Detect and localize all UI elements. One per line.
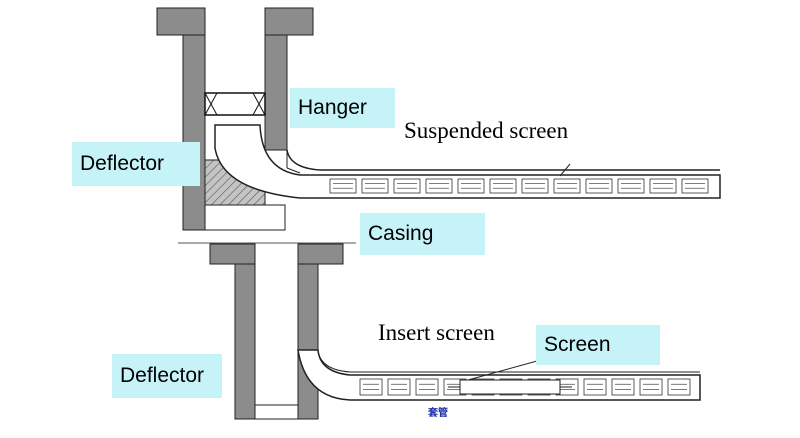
inner-screen: [448, 379, 572, 395]
screen-segment: [393, 178, 421, 194]
bottom-deflector-callout: Deflector: [112, 354, 222, 398]
screen-segment: [617, 178, 645, 194]
screen-segment: [667, 378, 691, 396]
screen-segment: [639, 378, 663, 396]
bottom-deflector-label: Deflector: [120, 364, 205, 387]
screen-segment: [387, 378, 411, 396]
casing-label: Casing: [368, 222, 434, 245]
casing-callout: Casing: [360, 213, 485, 255]
suspended-screen-leader: [559, 163, 571, 177]
screen-segment: [583, 378, 607, 396]
screen-label: Screen: [544, 333, 611, 356]
screen-segment: [359, 378, 383, 396]
hanger-label: Hanger: [298, 96, 367, 119]
screen-segment: [585, 178, 613, 194]
casing-caption: 套管: [428, 408, 448, 419]
screen-leader: [467, 357, 549, 381]
hanger-body: [204, 92, 266, 116]
hanger-callout: Hanger: [290, 88, 395, 128]
screen-segment: [649, 178, 677, 194]
screen-segment: [553, 178, 581, 194]
screen-segment: [681, 178, 709, 194]
top-deflector-label: Deflector: [80, 152, 165, 175]
screen-segment: [489, 178, 517, 194]
top-deflector-callout: Deflector: [72, 142, 200, 186]
screen-segment: [361, 178, 389, 194]
screen-segment: [457, 178, 485, 194]
suspended-screen-label: Suspended screen: [404, 118, 569, 143]
insert-screen-label: Insert screen: [378, 320, 495, 345]
screen-segment: [611, 378, 635, 396]
screen-segment: [521, 178, 549, 194]
suspended-screen-segments: [329, 178, 709, 194]
screen-segment: [329, 178, 357, 194]
screen-segment: [425, 178, 453, 194]
screen-callout: Screen: [536, 325, 660, 365]
screen-segment: [415, 378, 439, 396]
bottom-wellhead: [209, 243, 344, 420]
